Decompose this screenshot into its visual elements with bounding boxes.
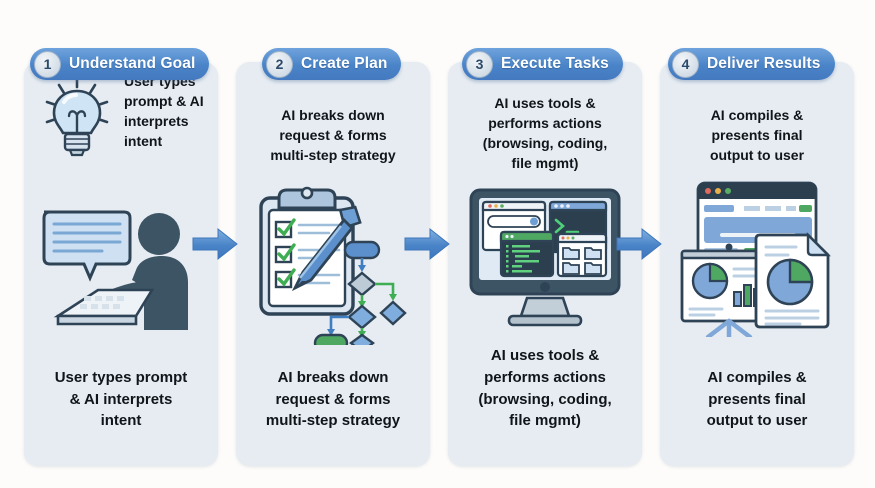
document-icon	[754, 232, 831, 329]
code-editor-icon	[499, 230, 555, 278]
step-3-number: 3	[466, 50, 493, 78]
step-2-number: 2	[266, 50, 293, 78]
step-4-number: 4	[672, 50, 699, 78]
step-1-bottom-text: User types prompt & AI interprets intent	[54, 368, 188, 430]
step-2-top-text: AI breaks down request & forms multi-ste…	[270, 107, 396, 163]
step-1-top-text: User types prompt & AI interprets intent	[124, 73, 204, 149]
step-card-3[interactable]: AI uses tools & performs actions (browsi…	[448, 62, 642, 466]
lightbulb-icon	[38, 72, 116, 160]
step-4-bottom-text: AI compiles & presents final output to u…	[706, 368, 808, 430]
step-2-bottom-text: AI breaks down request & forms multi-ste…	[265, 368, 401, 430]
speech-bubble-icon	[42, 210, 132, 282]
presentation-easel-icon	[680, 243, 778, 337]
step-2-header-pill[interactable]: 2 Create Plan	[262, 48, 402, 80]
pen-icon	[291, 205, 362, 292]
step-3-title: Execute Tasks	[501, 55, 609, 72]
step-card-1[interactable]: User types prompt & AI interprets intent	[24, 62, 218, 466]
step-card-2[interactable]: AI breaks down request & forms multi-ste…	[236, 62, 430, 466]
flowchart-icon	[313, 240, 407, 345]
keyboard-icon	[53, 288, 155, 326]
step-1-number: 1	[34, 50, 61, 78]
step-4-header-pill[interactable]: 4 Deliver Results	[668, 48, 835, 80]
step-3-bottom-text: AI uses tools & performs actions (browsi…	[478, 347, 612, 430]
step-3-illustration	[448, 184, 642, 334]
arrow-step-1-to-2	[192, 227, 238, 261]
step-4-title: Deliver Results	[707, 55, 821, 72]
step-1-header-pill[interactable]: 1 Understand Goal	[30, 48, 210, 80]
step-1-top-row: User types prompt & AI interprets intent	[32, 72, 210, 160]
step-3-header-pill[interactable]: 3 Execute Tasks	[462, 48, 623, 80]
clipboard-checklist-icon	[259, 186, 355, 316]
step-1-title: Understand Goal	[69, 55, 196, 72]
pie-chart-icon	[691, 262, 729, 300]
person-typing-icon	[98, 213, 188, 330]
step-2-title: Create Plan	[301, 55, 388, 72]
step-2-illustration	[236, 180, 430, 345]
step-card-4[interactable]: AI compiles & presents final output to u…	[660, 62, 854, 466]
step-4-top-text: AI compiles & presents final output to u…	[709, 107, 805, 163]
step-3-top-text: AI uses tools & performs actions (browsi…	[482, 95, 608, 171]
step-4-illustration	[660, 177, 854, 337]
document-pie-chart-icon	[766, 258, 814, 306]
step-1-illustration	[24, 204, 218, 334]
arrow-step-3-to-4	[616, 227, 662, 261]
arrow-step-2-to-3	[404, 227, 450, 261]
file-manager-icon	[556, 232, 608, 278]
